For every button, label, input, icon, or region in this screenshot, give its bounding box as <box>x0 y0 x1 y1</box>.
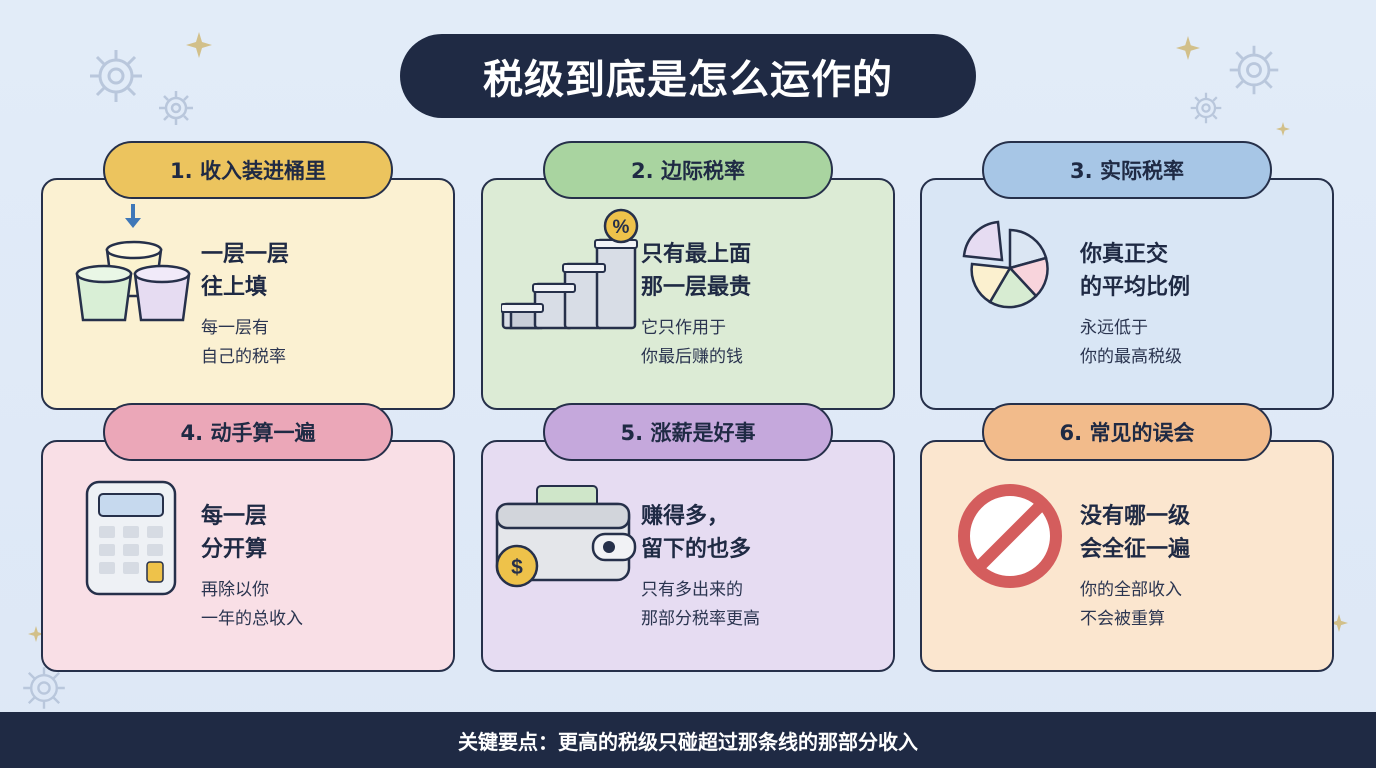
tag-calculate: 4. 动手算一遍 <box>103 403 393 461</box>
gear-icon <box>23 667 65 709</box>
card-subtext: 只有多出来的 那部分税率更高 <box>641 580 760 629</box>
gear-icon <box>90 50 142 102</box>
gear-icon <box>159 91 193 125</box>
sparkle-icon <box>186 32 212 58</box>
card-heading: 你真正交 的平均比例 <box>1080 242 1191 300</box>
stair-steps-icon: % <box>501 208 639 330</box>
card-income-buckets: 一层一层 往上填 每一层有 自己的税率 <box>41 178 455 410</box>
percent-symbol: % <box>613 217 630 238</box>
wallet-icon: $ <box>495 485 637 588</box>
card-subtext: 它只作用于 你最后赚的钱 <box>641 318 743 367</box>
sparkle-icon <box>1330 614 1348 632</box>
key-takeaway-banner: 关键要点：更高的税级只碰超过那条线的那部分收入 <box>0 712 1376 768</box>
tag-raise: 5. 涨薪是好事 <box>543 403 833 461</box>
card-subtext: 每一层有 自己的税率 <box>201 318 286 367</box>
calculator-icon <box>85 480 177 596</box>
card-subtext: 再除以你 一年的总收入 <box>201 580 303 629</box>
sparkle-icon <box>28 626 44 642</box>
prohibited-sign-icon <box>958 484 1062 588</box>
gear-icon <box>1190 92 1222 124</box>
sparkle-icon <box>1176 36 1200 60</box>
card-marginal-rate: % 只有最上面 那一层最贵 它只作用于 你最后赚的钱 <box>481 178 895 410</box>
card-subtext: 永远低于 你的最高税级 <box>1080 318 1182 367</box>
tag-misconception: 6. 常见的误会 <box>982 403 1272 461</box>
dollar-symbol: $ <box>511 556 523 579</box>
card-calculate: 每一层 分开算 再除以你 一年的总收入 <box>41 440 455 672</box>
card-heading: 每一层 分开算 <box>201 504 268 562</box>
tag-income-buckets: 1. 收入装进桶里 <box>103 141 393 199</box>
card-heading: 一层一层 往上填 <box>201 242 290 300</box>
card-heading: 只有最上面 那一层最贵 <box>641 242 752 300</box>
stacked-buckets-icon <box>75 204 191 322</box>
tag-marginal-rate: 2. 边际税率 <box>543 141 833 199</box>
pie-chart-icon <box>962 220 1049 309</box>
gear-icon <box>1229 45 1279 95</box>
tag-effective-rate: 3. 实际税率 <box>982 141 1272 199</box>
card-heading: 没有哪一级 会全征一遍 <box>1080 504 1191 562</box>
card-effective-rate: 你真正交 的平均比例 永远低于 你的最高税级 <box>920 178 1334 410</box>
card-raise: $ 赚得多， 留下的也多 只有多出来的 那部分税率更高 <box>481 440 895 672</box>
sparkle-icon <box>1276 122 1290 136</box>
card-heading: 赚得多， 留下的也多 <box>641 504 752 562</box>
card-misconception: 没有哪一级 会全征一遍 你的全部收入 不会被重算 <box>920 440 1334 672</box>
card-subtext: 你的全部收入 不会被重算 <box>1080 580 1182 629</box>
page-title: 税级到底是怎么运作的 <box>400 34 976 118</box>
